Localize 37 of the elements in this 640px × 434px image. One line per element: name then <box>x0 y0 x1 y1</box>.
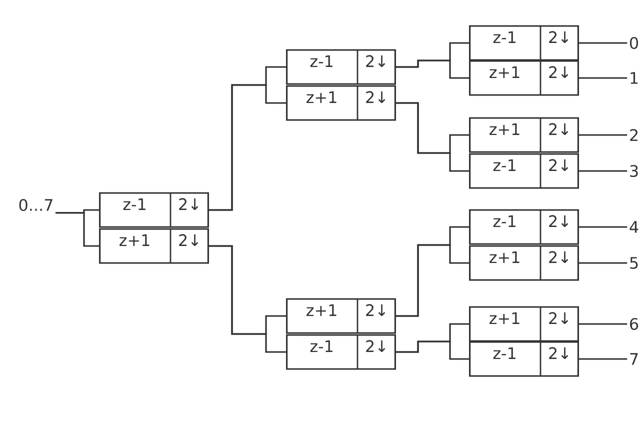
connector-line <box>579 77 628 79</box>
connector-line <box>396 244 469 317</box>
filter-block: z+1 2↓ <box>469 117 579 153</box>
connector-line <box>56 212 99 247</box>
connector-line <box>579 42 628 44</box>
connector-line <box>209 245 286 353</box>
filter-block: z-1 2↓ <box>469 341 579 377</box>
filter-block: z+1 2↓ <box>286 298 396 334</box>
output-label: 3 <box>630 164 638 178</box>
connector-line <box>396 102 469 172</box>
filter-block: z+1 2↓ <box>99 228 209 264</box>
connector-line <box>396 60 469 79</box>
filter-block: z-1 2↓ <box>469 25 579 61</box>
connector-line <box>579 226 628 228</box>
output-label: 0 <box>630 36 638 50</box>
filter-block: z-1 2↓ <box>99 192 209 228</box>
connector-line <box>579 262 628 264</box>
connector-line <box>396 340 469 360</box>
filter-block: z-1 2↓ <box>469 209 579 245</box>
filter-block: z-1 2↓ <box>469 153 579 189</box>
connector-line <box>579 323 628 325</box>
filter-block: z+1 2↓ <box>469 306 579 342</box>
output-label: 5 <box>630 257 638 269</box>
filter-block: z+1 2↓ <box>469 60 579 96</box>
connector-line <box>579 134 628 136</box>
output-label: 6 <box>630 318 638 330</box>
output-label: 1 <box>630 72 638 84</box>
output-label: 7 <box>630 353 638 365</box>
output-label: 2 <box>630 129 638 141</box>
output-label: 4 <box>630 221 638 233</box>
connector-line <box>579 358 628 360</box>
filter-block: z+1 2↓ <box>286 85 396 121</box>
input-label: 0...7 <box>19 198 52 212</box>
filter-block: z-1 2↓ <box>286 334 396 370</box>
filter-block: z-1 2↓ <box>286 49 396 85</box>
connector-line <box>579 170 628 172</box>
filter-block: z+1 2↓ <box>469 245 579 281</box>
